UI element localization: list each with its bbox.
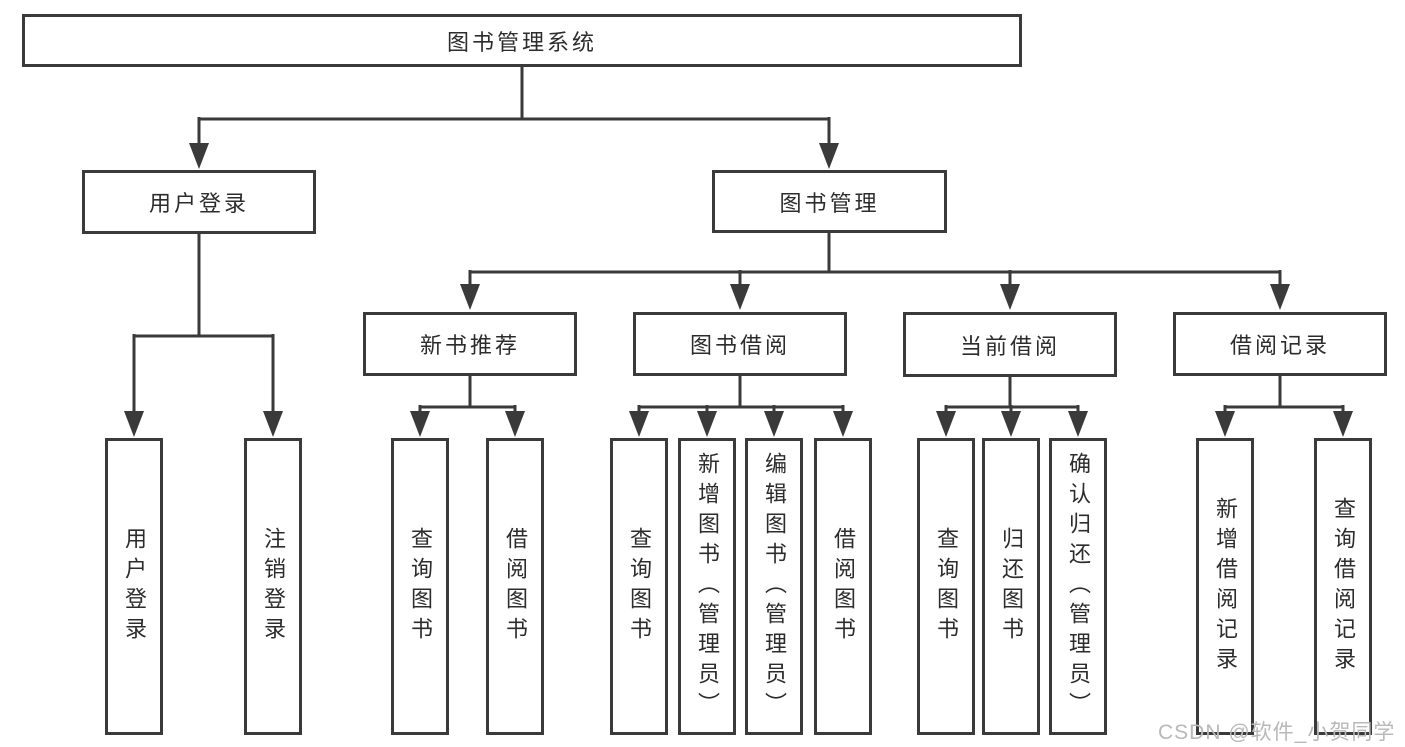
leaf-return-books: 归还图书: [982, 438, 1040, 735]
leaf-confirm-return-admin: 确认归还（管理员）: [1049, 438, 1107, 735]
node-new-book-recommendation: 新书推荐: [363, 312, 577, 376]
leaf-query-borrow-record: 查询借阅记录: [1314, 438, 1372, 735]
arrowheads: [124, 143, 1353, 437]
node-book-borrowing: 图书借阅: [633, 312, 847, 376]
leaf-query-borrow-record-label: 查询借阅记录: [1331, 496, 1356, 677]
node-user-login: 用户登录: [82, 170, 316, 234]
leaf-borrow-books: 借阅图书: [814, 438, 872, 735]
leaf-edit-books-admin-label: 编辑图书（管理员）: [762, 451, 787, 722]
node-library-management-system-label: 图书管理系统: [446, 29, 597, 55]
leaf-query-books-borrowing-label: 查询图书: [627, 526, 652, 647]
leaf-add-borrow-record: 新增借阅记录: [1196, 438, 1254, 735]
node-book-management: 图书管理: [712, 170, 947, 233]
leaf-query-books-current-label: 查询图书: [934, 526, 959, 647]
leaf-edit-books-admin: 编辑图书（管理员）: [745, 438, 803, 735]
leaf-borrow-books-recommendation: 借阅图书: [486, 438, 544, 735]
node-book-borrowing-label: 图书借阅: [689, 333, 790, 358]
leaf-return-books-label: 归还图书: [999, 526, 1024, 647]
node-borrowing-records-label: 借阅记录: [1229, 333, 1330, 358]
leaf-add-books-admin-label: 新增图书（管理员）: [695, 451, 720, 722]
node-borrowing-records: 借阅记录: [1173, 312, 1387, 376]
leaf-borrow-books-recommendation-label: 借阅图书: [503, 526, 528, 647]
node-current-borrowing-label: 当前借阅: [959, 333, 1060, 359]
node-current-borrowing: 当前借阅: [903, 312, 1117, 377]
watermark: CSDN @软件_小贺同学: [1158, 721, 1396, 744]
node-library-management-system: 图书管理系统: [22, 14, 1022, 67]
leaf-logout: 注销登录: [244, 438, 302, 735]
leaf-logout-label: 注销登录: [261, 526, 286, 647]
leaf-user-login: 用户登录: [105, 438, 163, 735]
connector-paths: [132, 66, 1345, 414]
leaf-user-login-label: 用户登录: [122, 526, 147, 647]
node-new-book-recommendation-label: 新书推荐: [419, 333, 520, 358]
leaf-add-borrow-record-label: 新增借阅记录: [1213, 496, 1238, 677]
node-user-login-label: 用户登录: [148, 191, 249, 216]
leaf-confirm-return-admin-label: 确认归还（管理员）: [1066, 451, 1091, 722]
leaf-query-books-recommendation-label: 查询图书: [408, 526, 433, 647]
leaf-borrow-books-label: 借阅图书: [831, 526, 856, 647]
leaf-query-books-recommendation: 查询图书: [391, 438, 449, 735]
leaf-query-books-current: 查询图书: [917, 438, 975, 735]
leaf-query-books-borrowing: 查询图书: [610, 438, 668, 735]
leaf-add-books-admin: 新增图书（管理员）: [678, 438, 736, 735]
node-book-management-label: 图书管理: [779, 190, 880, 216]
